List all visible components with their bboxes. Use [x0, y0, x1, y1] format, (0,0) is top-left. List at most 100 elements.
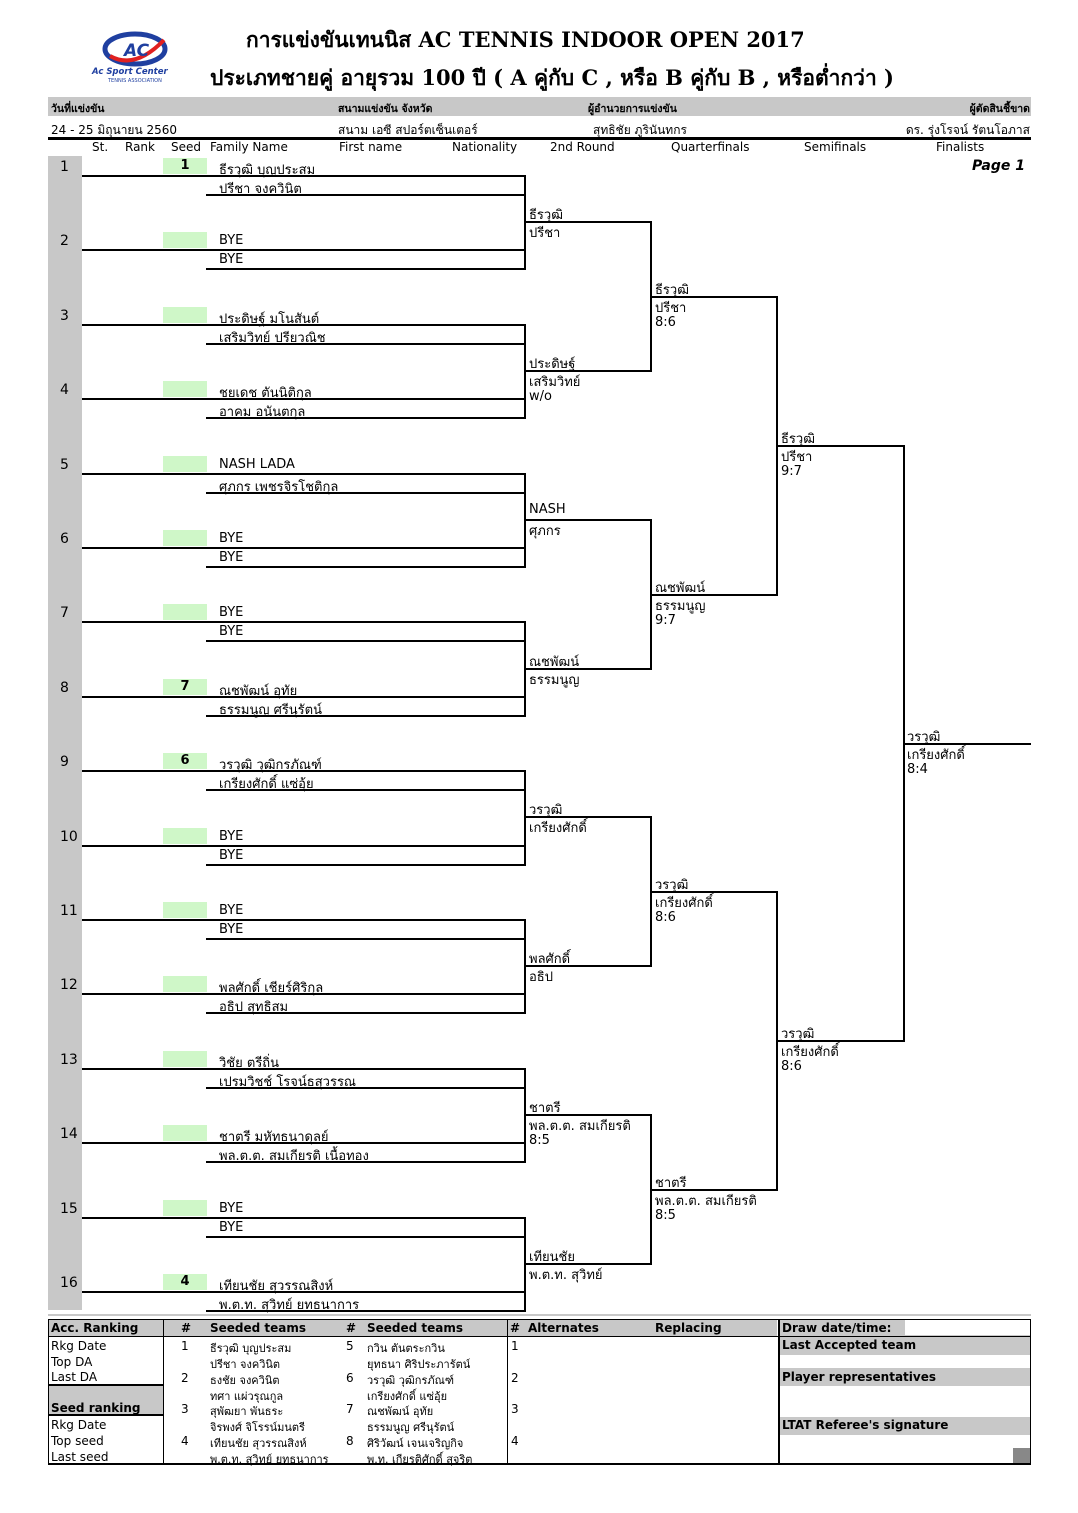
player-name-1: วิชัย ตรีถิ่น	[219, 1055, 280, 1071]
seeded-player-1: ณชพัฒน์ อุทัย	[367, 1405, 434, 1418]
final-line	[905, 743, 1031, 745]
draw-position: 4	[60, 382, 69, 399]
last-da-label: Last DA	[51, 1370, 98, 1384]
qf-line	[652, 891, 778, 893]
draw-position: 7	[60, 605, 69, 622]
venue-label: สนามแข่งขัน จังหวัด	[338, 103, 433, 115]
info-labels-band	[48, 97, 1031, 116]
qf-score: 8:5	[655, 1208, 676, 1223]
draw-position: 10	[60, 828, 78, 845]
entry-line-2	[206, 1161, 526, 1164]
seeded-player-2: ยุทธนา ศิริประภารัตน์	[367, 1358, 471, 1371]
qf-line	[652, 594, 778, 596]
seeded-player-2: จิรพงศ์ จิโรรน์มนตรี	[210, 1421, 305, 1434]
player-name-1: BYE	[219, 531, 244, 546]
seed-box	[163, 455, 207, 472]
player-name-2: อธิป สุทธิสม	[219, 1000, 289, 1016]
seed-box	[163, 530, 207, 546]
venue-value: สนาม เอซี สปอร์ตเซ็นเตอร์	[338, 123, 478, 137]
round2-line	[526, 965, 652, 967]
entry-line-1	[82, 472, 526, 475]
qf-winner-1: ณชพัฒน์	[655, 581, 706, 596]
round2-connector	[524, 323, 526, 418]
player-reps-label: Player representatives	[782, 1370, 937, 1384]
round2-winner-2: เกรียงศักดิ์	[529, 821, 587, 836]
round2-line	[526, 370, 652, 372]
entry-line-2	[206, 1012, 526, 1015]
sf-score: 9:7	[781, 464, 802, 479]
round2-winner-1: ธีรวุฒิ	[529, 208, 563, 223]
seed-number: 8	[346, 1433, 354, 1448]
seeded-hash-2: #	[346, 1321, 357, 1335]
referee-value: ดร. รุ่งโรจน์ รัตนโอภาส	[905, 123, 1030, 137]
col-first: First name	[339, 140, 403, 154]
seeded-player-2: ทศา แผ่วรุณกูล	[210, 1389, 284, 1403]
draw-position: 2	[60, 233, 69, 250]
player-name-2: เสริมวิทย์ ปรียวณิช	[219, 330, 326, 346]
seed-number: 1	[181, 1339, 189, 1353]
sf-line	[778, 445, 905, 447]
entry-line-1	[82, 770, 526, 773]
col-rank: Rank	[125, 140, 155, 154]
round2-connector	[524, 1216, 526, 1310]
seed-box	[163, 1199, 207, 1216]
player-name-2: BYE	[219, 1219, 244, 1235]
seed-box	[163, 381, 207, 398]
director-value: สุทธิชัย ภูรินันทกร	[593, 123, 687, 137]
qf-winner-1: วรวุฒิ	[655, 878, 689, 893]
last-seed-label: Last seed	[51, 1450, 109, 1464]
seed-number: 6	[346, 1370, 354, 1385]
player-name-2: BYE	[219, 252, 244, 268]
seed-box	[163, 604, 207, 621]
champion-1: วรวุฒิ	[907, 730, 941, 745]
alternates-header: Alternates	[528, 1321, 599, 1335]
entry-line-2	[206, 789, 526, 792]
player-name-1: เทียนชัย สุวรรณสิงห์	[219, 1279, 334, 1294]
player-name-1: ประดิษฐ์ มโนสันต์	[219, 311, 320, 327]
seeded-player-2: พ.ท. เกียรติศักดิ์ สุจริต	[367, 1452, 473, 1466]
round2-winner-1: วรวุฒิ	[529, 803, 563, 818]
col-st: St.	[92, 140, 109, 154]
seeded-player-2: ปรีชา จงควินิต	[210, 1358, 281, 1371]
alt-hash: #	[510, 1321, 521, 1335]
qf-winner-2: พล.ต.ต. สมเกียรติ	[655, 1194, 757, 1209]
round2-line	[526, 519, 652, 521]
entry-line-1	[82, 844, 526, 847]
sf-connector	[776, 296, 778, 596]
seed-box	[163, 902, 207, 918]
qf-score: 8:6	[655, 910, 676, 925]
qf-score: 9:7	[655, 613, 676, 628]
player-name-2: พล.ต.ต. สมเกียรติ เนื้อทอง	[219, 1149, 369, 1165]
seed-box: 4	[163, 1274, 207, 1290]
qf-winner-2: ธรรมนูญ	[655, 599, 706, 614]
seed-box: 1	[163, 158, 207, 174]
col-round2: 2nd Round	[550, 140, 615, 154]
entry-line-2	[206, 1235, 526, 1238]
round2-connector	[524, 621, 526, 715]
sf-winner-1: วรวุฒิ	[781, 1027, 815, 1042]
seeded-player-1: ธงชัย จงควินิต	[210, 1373, 280, 1387]
draw-position: 16	[60, 1275, 78, 1291]
entry-line-1	[82, 993, 526, 996]
seeded-player-2: เกรียงศักดิ์ แซ่อุ้ย	[367, 1389, 448, 1403]
seeded-player-1: ศิริวัฒน์ เจนเจริญกิจ	[367, 1436, 464, 1450]
referee-signature-label: LTAT Referee's signature	[782, 1418, 949, 1432]
date-value: 24 - 25 มิถุนายน 2560	[51, 123, 178, 137]
round2-line	[526, 221, 652, 223]
col-quarterfinals: Quarterfinals	[671, 140, 750, 154]
entry-line-2	[206, 566, 526, 568]
round2-line	[526, 1114, 652, 1116]
player-name-1: ธีรวุฒิ บุญประสม	[219, 163, 316, 178]
rkg-date2-label: Rkg Date	[51, 1418, 107, 1432]
seed-box	[163, 1050, 207, 1067]
player-name-2: ปรีชา จงควินิต	[219, 182, 302, 197]
seeded-player-1: สุพัฒยา พันธระ	[210, 1405, 284, 1418]
qf-score: 8:6	[655, 315, 676, 330]
player-name-1: BYE	[219, 903, 244, 918]
page-number: Page 1	[972, 158, 1025, 174]
seeded-player-1: วรวุฒิ วุฒิกรภัณฑ์	[367, 1373, 454, 1387]
seeded-teams-header-2: Seeded teams	[367, 1321, 464, 1335]
entry-line-1	[82, 1216, 526, 1219]
alternate-number: 2	[511, 1370, 519, 1385]
